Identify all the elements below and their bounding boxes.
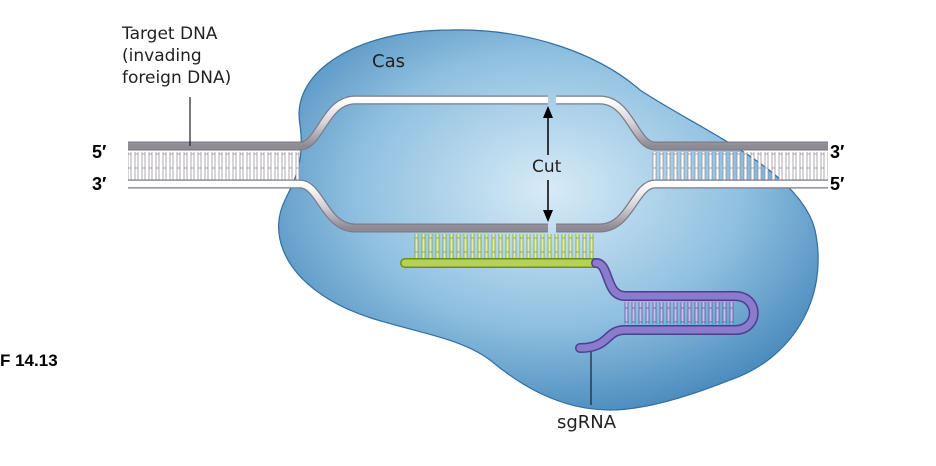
scaffold-base-pairs (622, 302, 734, 324)
right-base-pairs (650, 152, 828, 180)
left-base-pairs (128, 152, 302, 180)
cut-arrowhead-top-icon (543, 106, 553, 118)
left-bottom-end-label: 3′ (92, 174, 106, 194)
cut-arrowhead-bottom-icon (543, 210, 553, 222)
left-top-end-label: 5′ (92, 142, 106, 162)
figure-reference: F 14.13 (0, 351, 58, 370)
cut-label: Cut (532, 157, 562, 177)
guide-base-pairs (412, 234, 594, 258)
sgrna-label: sgRNA (557, 412, 617, 433)
right-top-end-label: 3′ (830, 142, 844, 162)
target-dna-label-line2: (invading (122, 46, 202, 66)
target-dna-label-line1: Target DNA (121, 24, 218, 44)
cas-label: Cas (372, 51, 405, 72)
right-bottom-end-label: 5′ (830, 174, 844, 194)
target-dna-label-line3: foreign DNA) (122, 68, 231, 88)
